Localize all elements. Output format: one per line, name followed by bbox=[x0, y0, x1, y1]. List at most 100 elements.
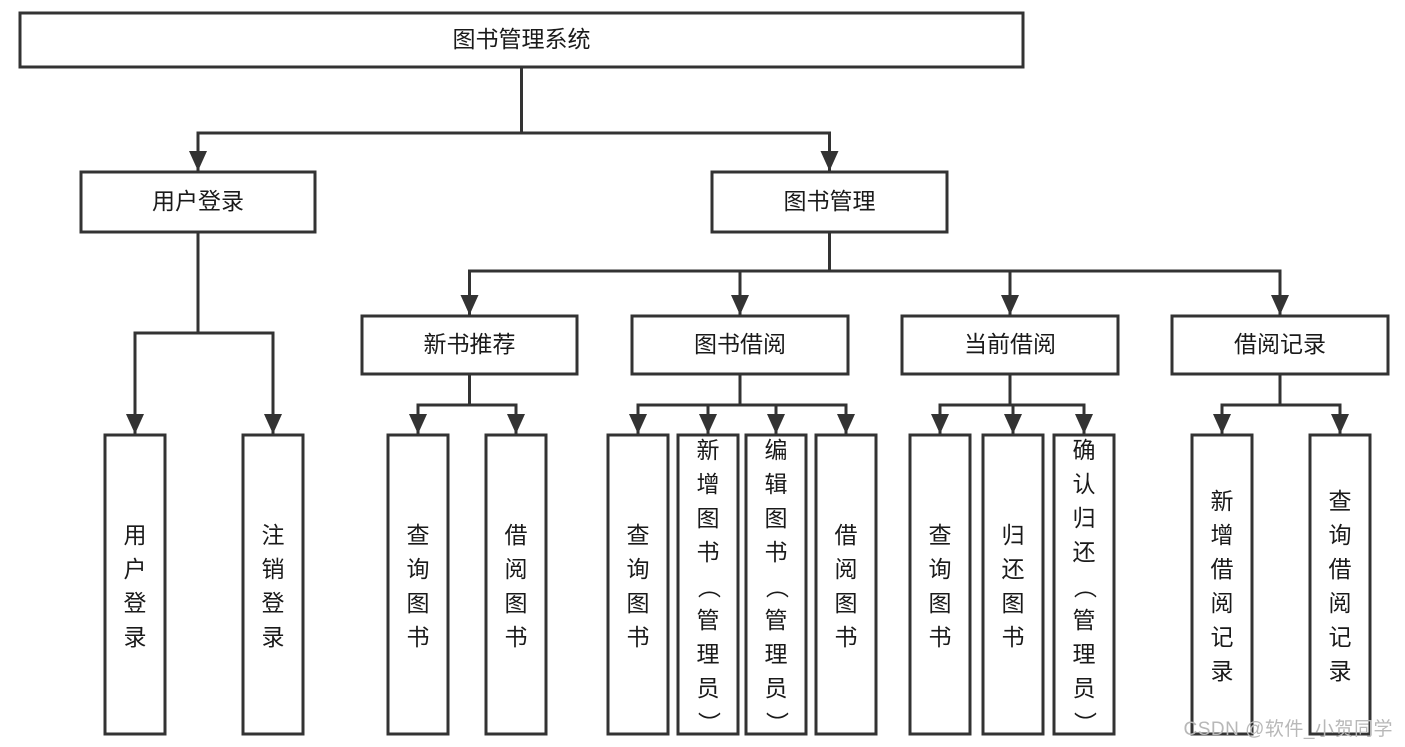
node-box bbox=[710, 170, 949, 234]
node-label-char: 管 bbox=[697, 607, 720, 633]
node-label-char: 借 bbox=[1329, 556, 1352, 582]
node-label-char: 书 bbox=[929, 624, 952, 650]
node-label-char: 图 bbox=[835, 590, 858, 616]
node-label-char: 图 bbox=[929, 590, 952, 616]
node-leaf-用户登录[interactable]: 用户登录 bbox=[103, 433, 167, 736]
node-label-char: 图 bbox=[505, 590, 528, 616]
node-box bbox=[814, 433, 878, 736]
arrow-head bbox=[1213, 414, 1231, 434]
node-box bbox=[103, 433, 167, 736]
node-l2-用户登录[interactable]: 用户登录 bbox=[79, 170, 317, 234]
node-l3-图书借阅[interactable]: 图书借阅 bbox=[630, 314, 850, 376]
node-label-char: 编 bbox=[765, 437, 788, 463]
node-label-char: 借 bbox=[835, 522, 858, 548]
node-label-char: 员 bbox=[765, 675, 788, 701]
arrow-head bbox=[409, 414, 427, 434]
arrow-head bbox=[189, 151, 207, 171]
node-l3-借阅记录[interactable]: 借阅记录 bbox=[1170, 314, 1390, 376]
node-label-char: 记 bbox=[1211, 624, 1234, 650]
node-label-char: 阅 bbox=[505, 556, 528, 582]
node-root-图书管理系统[interactable]: 图书管理系统 bbox=[18, 11, 1025, 69]
node-label-char: 图 bbox=[697, 505, 720, 531]
node-label-char: ） bbox=[696, 712, 722, 735]
node-label-char: 管 bbox=[765, 607, 788, 633]
node-box bbox=[360, 314, 579, 376]
node-label-char: 书 bbox=[765, 539, 788, 565]
node-l3-新书推荐[interactable]: 新书推荐 bbox=[360, 314, 579, 376]
node-label-char: 借 bbox=[505, 522, 528, 548]
node-label-char: 理 bbox=[697, 641, 720, 667]
node-label-char: 录 bbox=[1211, 658, 1234, 684]
node-label-char: 图 bbox=[627, 590, 650, 616]
node-l3-当前借阅[interactable]: 当前借阅 bbox=[900, 314, 1120, 376]
node-label-char: 询 bbox=[929, 556, 952, 582]
node-label-char: 阅 bbox=[835, 556, 858, 582]
node-label-char: 录 bbox=[262, 624, 285, 650]
node-box bbox=[676, 433, 740, 736]
node-label-char: 增 bbox=[1211, 522, 1234, 548]
arrow-head bbox=[699, 414, 717, 434]
arrow-head bbox=[126, 414, 144, 434]
node-box bbox=[908, 433, 972, 736]
node-label-char: 阅 bbox=[1329, 590, 1352, 616]
arrow-head bbox=[1331, 414, 1349, 434]
node-label-char: 书 bbox=[835, 624, 858, 650]
node-label-char: 员 bbox=[1073, 675, 1096, 701]
node-label: 当前借阅 bbox=[964, 331, 1056, 357]
node-box bbox=[1190, 433, 1254, 736]
arrow-head bbox=[1271, 295, 1289, 315]
node-label-char: 确 bbox=[1073, 437, 1096, 463]
node-label-char: 借 bbox=[1211, 556, 1234, 582]
node-label-char: 归 bbox=[1002, 522, 1025, 548]
node-box bbox=[18, 11, 1025, 69]
node-box bbox=[1170, 314, 1390, 376]
connector-layer bbox=[126, 65, 1349, 435]
node-label-char: 录 bbox=[1329, 658, 1352, 684]
arrow-head bbox=[264, 414, 282, 434]
node-label-char: 书 bbox=[627, 624, 650, 650]
node-label-char: 还 bbox=[1073, 539, 1096, 565]
node-label-char: ） bbox=[1072, 712, 1098, 735]
node-label-char: 阅 bbox=[1211, 590, 1234, 616]
node-box bbox=[484, 433, 548, 736]
node-label-char: 查 bbox=[1329, 488, 1352, 514]
node-label-char: 注 bbox=[262, 522, 285, 548]
node-label-char: 新 bbox=[697, 437, 720, 463]
node-label-char: 增 bbox=[697, 471, 720, 497]
node-label-char: 认 bbox=[1073, 471, 1096, 497]
arrow-head bbox=[629, 414, 647, 434]
arrow-head bbox=[820, 151, 839, 171]
node-label-char: 管 bbox=[1073, 607, 1096, 633]
arrow-head bbox=[767, 414, 785, 434]
node-label-char: 理 bbox=[765, 641, 788, 667]
node-layer: 图书管理系统用户登录图书管理新书推荐图书借阅当前借阅借阅记录用户登录注销登录查询… bbox=[18, 11, 1390, 736]
node-l2-图书管理[interactable]: 图书管理 bbox=[710, 170, 949, 234]
node-label-char: 销 bbox=[262, 556, 285, 582]
node-box bbox=[900, 314, 1120, 376]
node-label-char: 登 bbox=[262, 590, 285, 616]
node-box bbox=[744, 433, 808, 736]
node-label-char: 录 bbox=[124, 624, 147, 650]
node-label: 用户登录 bbox=[152, 188, 244, 214]
node-label: 图书管理 bbox=[784, 188, 876, 214]
